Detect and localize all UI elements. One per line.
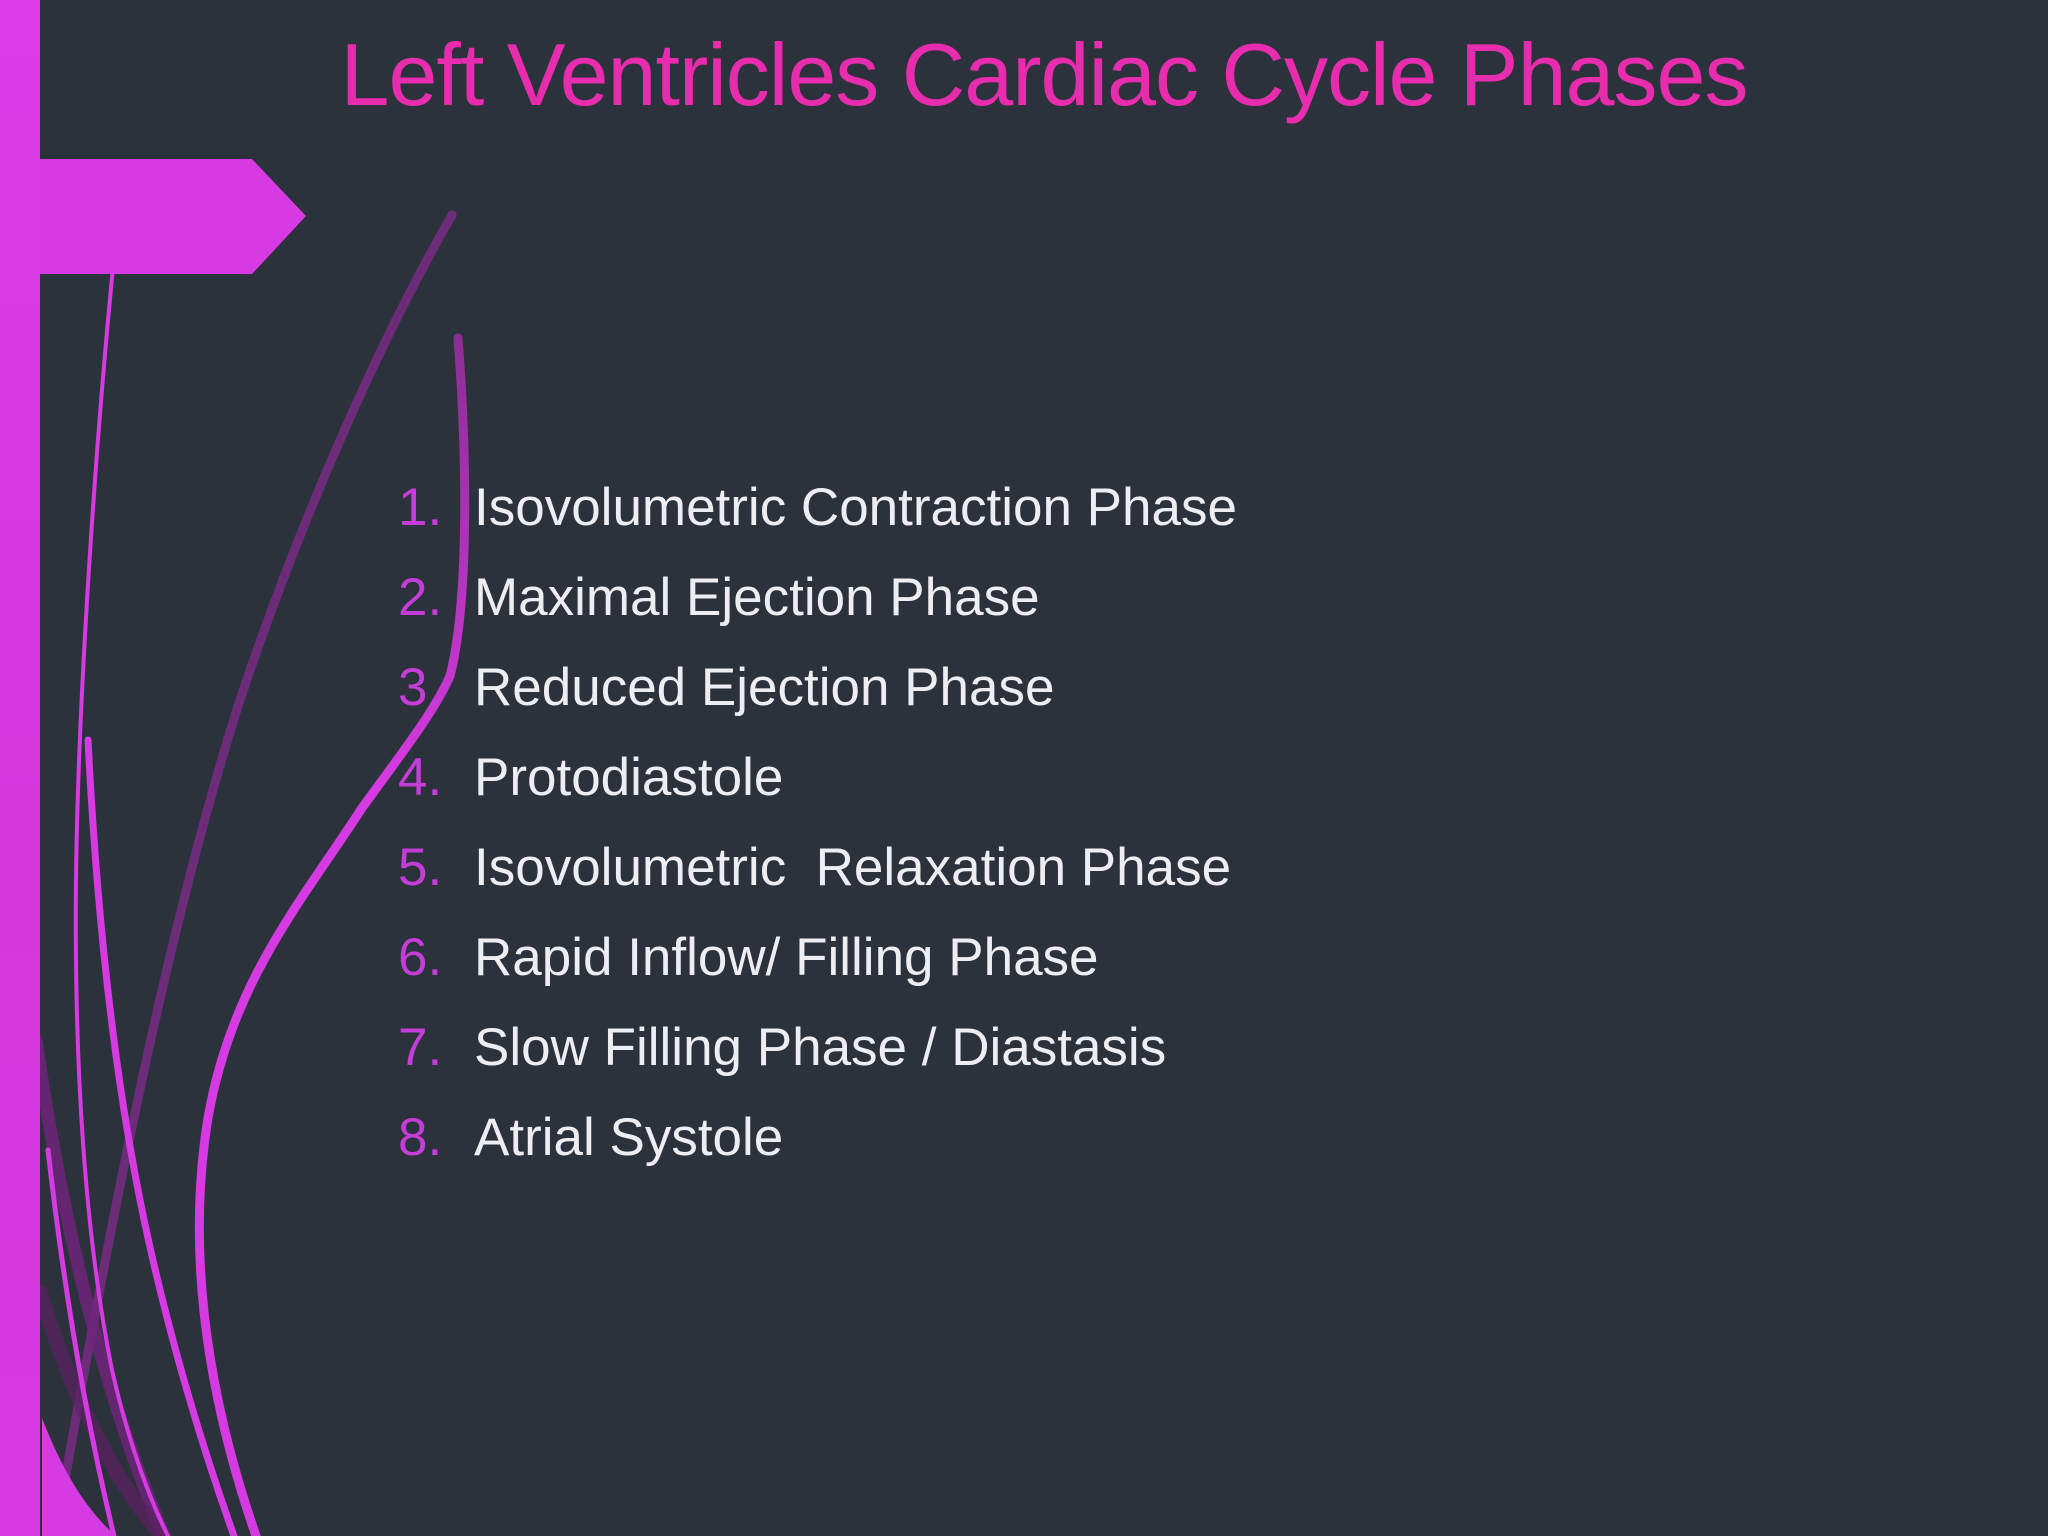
swoosh-blade: [42, 1418, 116, 1536]
list-item: 5. Isovolumetric Relaxation Phase: [398, 822, 1237, 912]
list-item-text: Protodiastole: [474, 747, 784, 807]
list-item-text: Maximal Ejection Phase: [474, 567, 1040, 627]
list-item-number: 1.: [398, 477, 443, 537]
list-item: 6. Rapid Inflow/ Filling Phase: [398, 912, 1237, 1002]
list-item-number: 3.: [398, 657, 443, 717]
phase-list: 1. Isovolumetric Contraction Phase 2. Ma…: [398, 462, 1237, 1182]
list-item: 3. Reduced Ejection Phase: [398, 642, 1237, 732]
slide-title: Left Ventricles Cardiac Cycle Phases: [340, 25, 1749, 124]
list-item-number: 2.: [398, 567, 443, 627]
list-item: 8. Atrial Systole: [398, 1092, 1237, 1182]
list-item-number: 6.: [398, 927, 443, 987]
list-item-number: 8.: [398, 1107, 443, 1167]
list-item-text: Slow Filling Phase / Diastasis: [474, 1017, 1167, 1077]
swoosh-bright-curve: [84, 736, 238, 1536]
list-item-number: 4.: [398, 747, 443, 807]
list-item: 7. Slow Filling Phase / Diastasis: [398, 1002, 1237, 1092]
accent-bar: [0, 0, 40, 1536]
list-item-text: Rapid Inflow/ Filling Phase: [474, 927, 1099, 987]
list-item-text: Isovolumetric Contraction Phase: [474, 477, 1237, 537]
list-item: 1. Isovolumetric Contraction Phase: [398, 462, 1237, 552]
swoosh-dark-curve: [29, 1033, 171, 1536]
arrow-icon: [40, 159, 306, 274]
list-item-text: Isovolumetric Relaxation Phase: [474, 837, 1232, 897]
list-item: 2. Maximal Ejection Phase: [398, 552, 1237, 642]
list-item-number: 5.: [398, 837, 443, 897]
list-item-text: Reduced Ejection Phase: [474, 657, 1055, 717]
list-item-number: 7.: [398, 1017, 443, 1077]
swoosh-thin-line: [73, 226, 170, 1536]
swoosh-spike: [45, 1147, 117, 1536]
swoosh-big-arc: [194, 333, 470, 1536]
swoosh-dark-band: [32, 1284, 170, 1536]
list-item: 4. Protodiastole: [398, 732, 1237, 822]
list-item-text: Atrial Systole: [474, 1107, 784, 1167]
